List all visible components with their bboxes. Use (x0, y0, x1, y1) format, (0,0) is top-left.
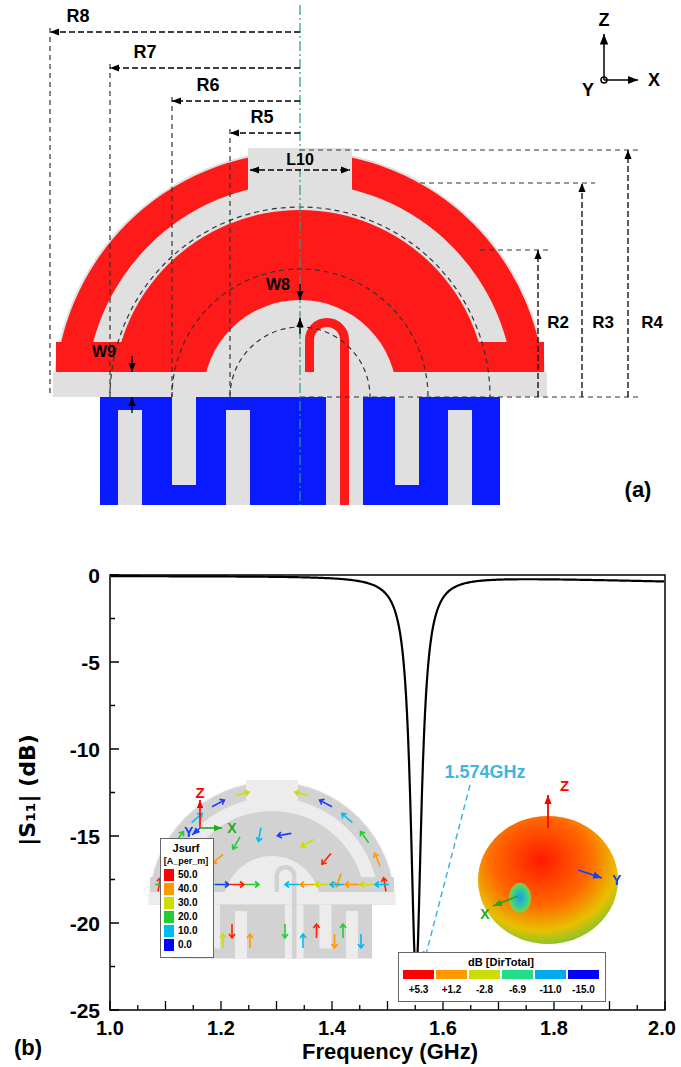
dimension-label: R7 (133, 43, 156, 61)
dimension-label: W9 (92, 344, 116, 360)
axis-name: Z (195, 785, 204, 800)
colorbar-swatch (164, 925, 174, 937)
gap-arrows (132, 284, 300, 413)
axis-name: Y (612, 873, 621, 887)
tick-label: 1.2 (207, 1018, 235, 1038)
dimension-label: R4 (641, 314, 663, 331)
coordinate-axes (601, 34, 638, 83)
colorbar-swatch (568, 970, 599, 979)
colorbar-value: -6.9 (509, 985, 526, 995)
tick-label: 1.0 (96, 1018, 124, 1038)
tick-label: -5 (81, 652, 100, 673)
tick-label: -25 (70, 1000, 100, 1021)
dimension-label: R6 (196, 76, 219, 94)
tick-label: 1.4 (318, 1018, 346, 1038)
colorbar-unit: [A_per_m] (164, 857, 209, 866)
colorbar-value: 20.0 (178, 912, 197, 922)
current-inset-antenna (149, 780, 396, 959)
axis-title: |S₁₁| (dB) (17, 734, 39, 845)
colorbar-value: 30.0 (178, 898, 197, 908)
dimension-label: R2 (547, 314, 569, 331)
resonance-callout: 1.574GHz (444, 763, 525, 781)
axis-name: Z (560, 778, 569, 793)
colorbar-swatch (535, 970, 566, 979)
colorbar-value: -11.0 (539, 985, 561, 995)
tick-label: -10 (70, 739, 100, 760)
colorbar-value: +5.3 (409, 985, 429, 995)
axis-name: Z (599, 11, 610, 29)
center-line (299, 5, 300, 505)
colorbar-value: 50.0 (178, 870, 197, 880)
panel-label: (a) (625, 479, 652, 501)
inset-axes (192, 800, 222, 835)
axis-name: Y (582, 81, 594, 99)
colorbar-swatch (164, 939, 174, 951)
colorbar-swatch (436, 970, 467, 979)
colorbar-swatch (502, 970, 533, 979)
leader-line (424, 785, 470, 962)
colorbar-title: Jsurf (173, 843, 200, 854)
tick-label: -20 (70, 913, 100, 934)
dimension-label: R5 (250, 108, 273, 126)
tick-label: 2.0 (648, 1018, 676, 1038)
colorbar-value: -2.8 (476, 985, 493, 995)
dimension-label: R8 (66, 7, 89, 25)
dimension-label: R3 (592, 314, 614, 331)
plot-frame (110, 575, 665, 1010)
axis-name: X (480, 907, 489, 921)
axis-name: X (227, 821, 236, 835)
radiation-pattern (478, 795, 618, 944)
tick-label: 1.8 (540, 1018, 568, 1038)
colorbar-swatch (469, 970, 500, 979)
dimension-label: W8 (266, 277, 290, 293)
colorbar-swatch (164, 911, 174, 923)
axis-name: X (648, 71, 660, 89)
axis-title: Frequency (GHz) (302, 1041, 478, 1063)
colorbar-title: dB [DirTotal] (468, 957, 534, 968)
colorbar-value: -15.0 (572, 985, 595, 995)
colorbar-swatch (403, 970, 434, 979)
colorbar-swatch (164, 869, 174, 881)
tick-label: 0 (88, 565, 100, 586)
radius-guides (50, 28, 640, 397)
tick-label: 1.6 (429, 1018, 457, 1038)
axis-name: Y (184, 825, 193, 839)
colorbar-swatch (164, 883, 174, 895)
colorbar-value: 40.0 (178, 884, 197, 894)
colorbar-value: 10.0 (178, 926, 197, 936)
dimension-arrows (50, 32, 628, 397)
colorbar-value: 0.0 (178, 940, 192, 950)
axis-ticks (110, 575, 665, 1010)
dimension-label: L10 (283, 151, 317, 169)
colorbar-value: +1.2 (442, 985, 462, 995)
colorbar-swatch (164, 897, 174, 909)
s11-curve (111, 576, 664, 976)
panel-label: (b) (14, 1037, 42, 1059)
tick-label: -15 (70, 826, 100, 847)
